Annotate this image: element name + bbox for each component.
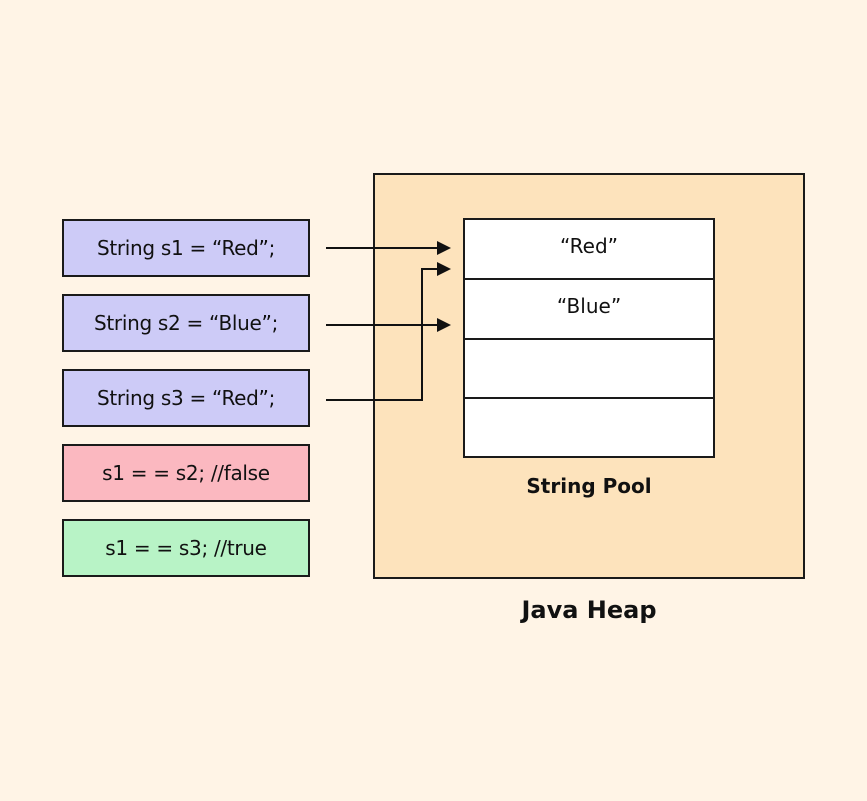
compare-false-box: s1 = = s2; //false [62, 444, 310, 502]
arrow-s3-to-red [326, 262, 451, 401]
slot-divider [465, 397, 713, 399]
code-s2-text: String s2 = “Blue”; [93, 311, 279, 335]
pool-slot-text: “Blue” [556, 294, 622, 318]
slot-divider [465, 278, 713, 280]
java-heap-label: Java Heap [521, 596, 657, 624]
code-s2-declaration: String s2 = “Blue”; [62, 294, 310, 352]
compare-true-box: s1 = = s3; //true [62, 519, 310, 577]
slot-divider [465, 338, 713, 340]
pool-slot-blue: “Blue” [465, 280, 713, 339]
pool-slot-red: “Red” [465, 220, 713, 279]
pool-slot-text: “Red” [559, 234, 619, 258]
compare-true-text: s1 = = s3; //true [105, 536, 267, 560]
string-pool-label: String Pool [526, 474, 652, 498]
code-s1-declaration: String s1 = “Red”; [62, 219, 310, 277]
string-pool: “Red” “Blue” [463, 218, 715, 458]
code-s3-declaration: String s3 = “Red”; [62, 369, 310, 427]
compare-false-text: s1 = = s2; //false [102, 461, 270, 485]
code-s1-text: String s1 = “Red”; [96, 236, 276, 260]
code-s3-text: String s3 = “Red”; [96, 386, 276, 410]
